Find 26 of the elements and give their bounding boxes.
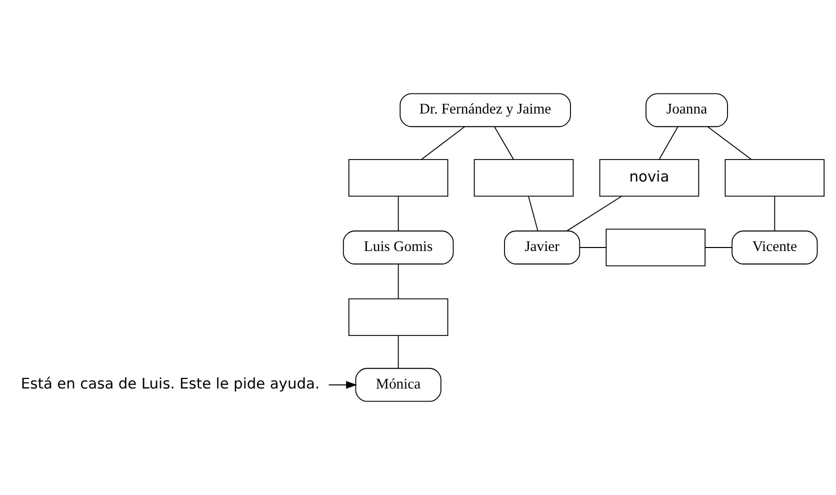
node-box (348, 159, 448, 197)
connector (704, 247, 732, 248)
node-box (474, 159, 574, 197)
connector (421, 126, 466, 160)
connector (398, 264, 399, 300)
connector (398, 196, 399, 232)
node-box (724, 159, 825, 197)
node-box: novia (599, 159, 700, 197)
node-box: Joanna (646, 93, 728, 128)
node-box (606, 228, 706, 266)
connector (707, 126, 752, 160)
connector (579, 247, 607, 248)
node-box (348, 298, 448, 336)
connector (774, 196, 776, 232)
node-box: Javier (504, 230, 580, 264)
node-box: Mónica (355, 368, 442, 402)
node-box: Dr. Fernández y Jaime (400, 93, 571, 128)
node-text: Está en casa de Luis. Este le pide ayuda. (20, 375, 320, 392)
arrow (328, 381, 358, 389)
node-box: Luis Gomis (342, 230, 454, 264)
connector (398, 335, 399, 368)
connector (528, 196, 538, 232)
node-box: Vicente (732, 230, 818, 264)
connector (566, 196, 622, 232)
connector (658, 126, 678, 160)
connector (494, 126, 514, 160)
